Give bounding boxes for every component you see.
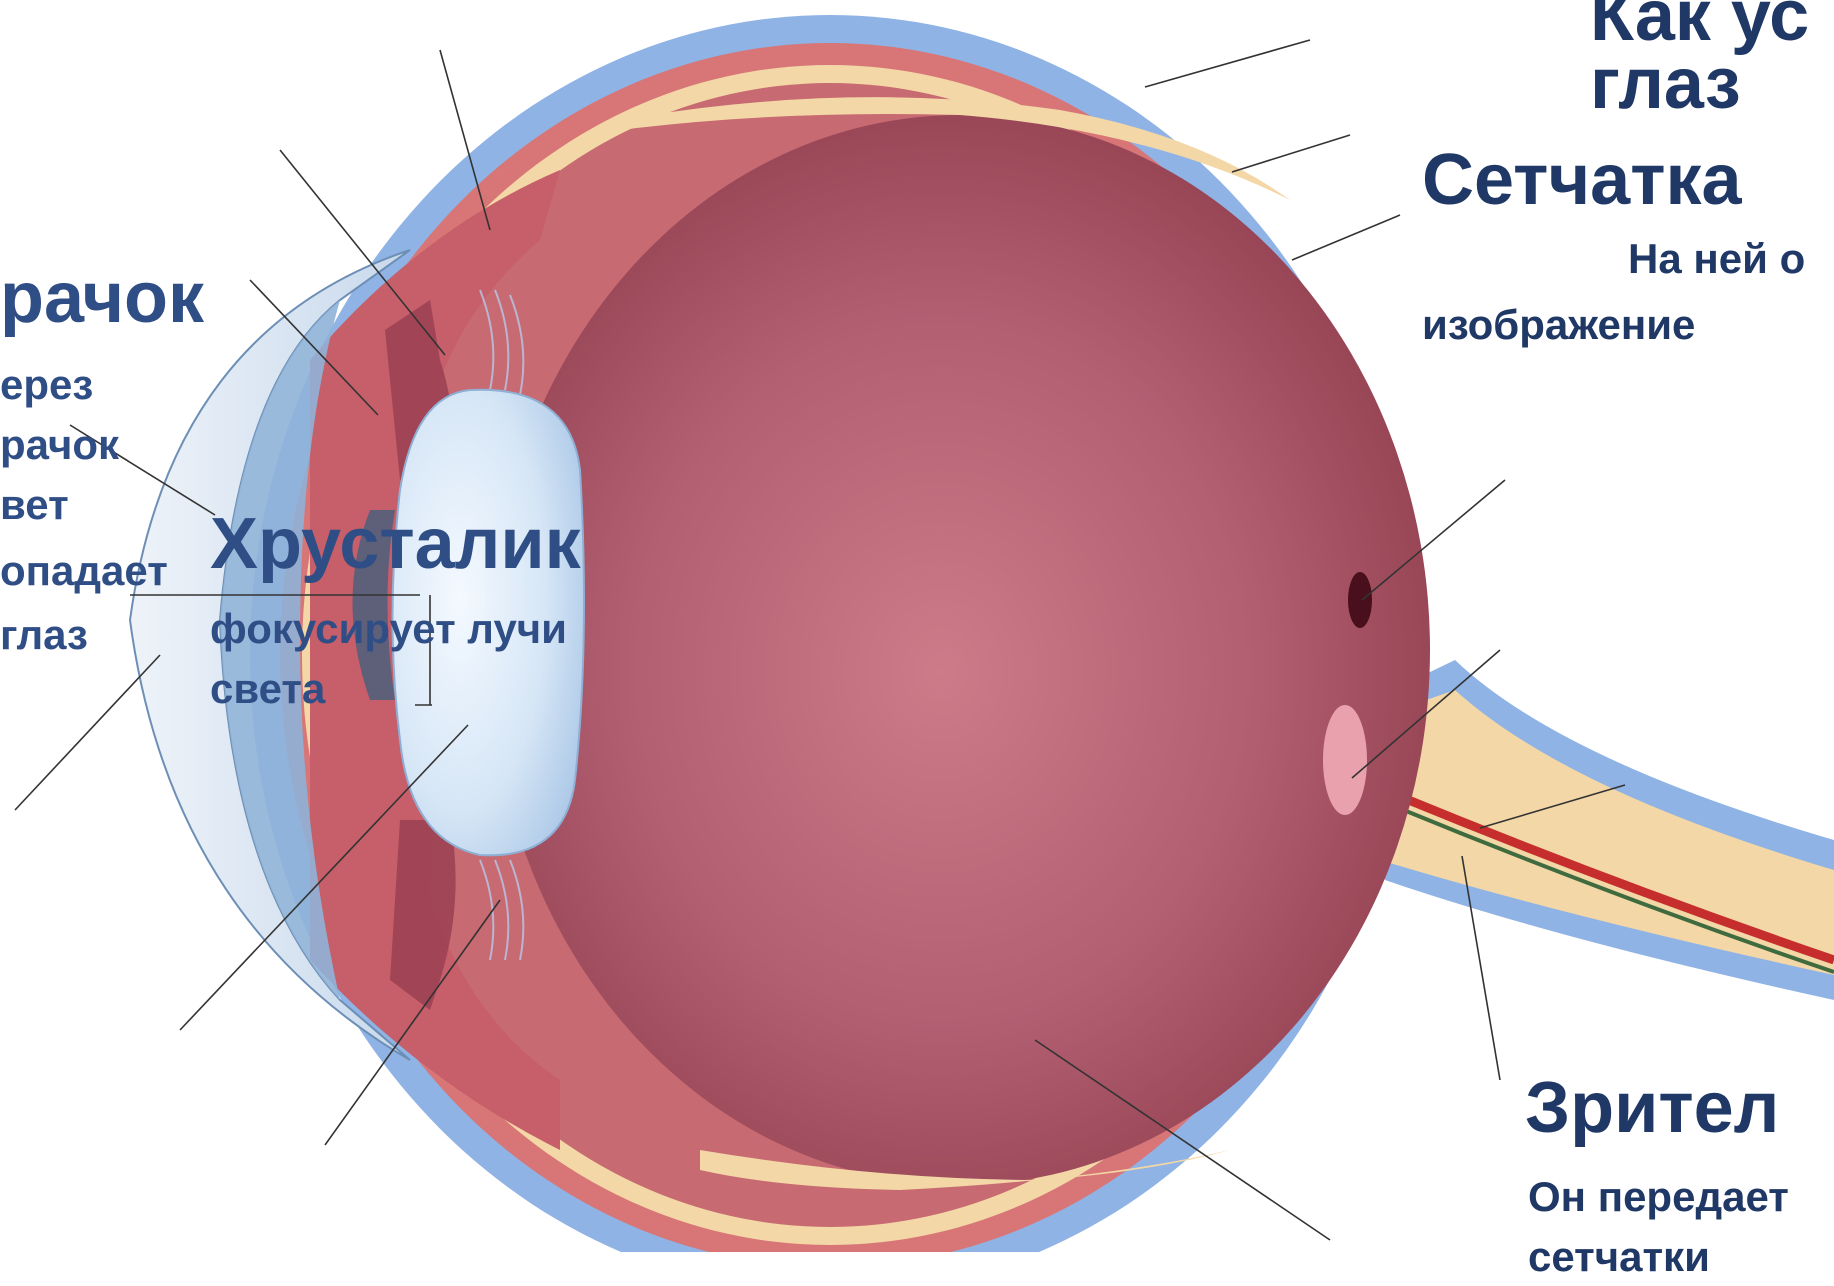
nerve-desc-line2: сетчатки	[1528, 1228, 1710, 1286]
lens-desc-line2: света	[210, 660, 325, 718]
optic-disc	[1323, 705, 1367, 815]
pupil-desc-line5: глаз	[0, 606, 88, 664]
retina-desc-line1: На ней о	[1628, 230, 1805, 288]
nerve-desc-line1: Он передает	[1528, 1168, 1789, 1226]
retina-title: Сетчатка	[1422, 144, 1742, 216]
pupil-desc-line2: рачок	[0, 416, 119, 474]
lens-title: Хрусталик	[210, 508, 581, 580]
pupil-title: рачок	[0, 262, 204, 334]
pupil-desc-line1: ерез	[0, 356, 93, 414]
pupil-desc-line3: вет	[0, 476, 69, 534]
title-word: глаз	[1590, 48, 1741, 120]
pupil-desc-line4: опадает	[0, 542, 168, 600]
vitreous-body	[490, 115, 1430, 1185]
fovea-spot	[1348, 572, 1372, 628]
retina-desc-line2: изображение	[1422, 296, 1695, 354]
nerve-title: Зрител	[1525, 1072, 1779, 1144]
lens-desc-line1: фокусирует лучи	[210, 600, 567, 658]
